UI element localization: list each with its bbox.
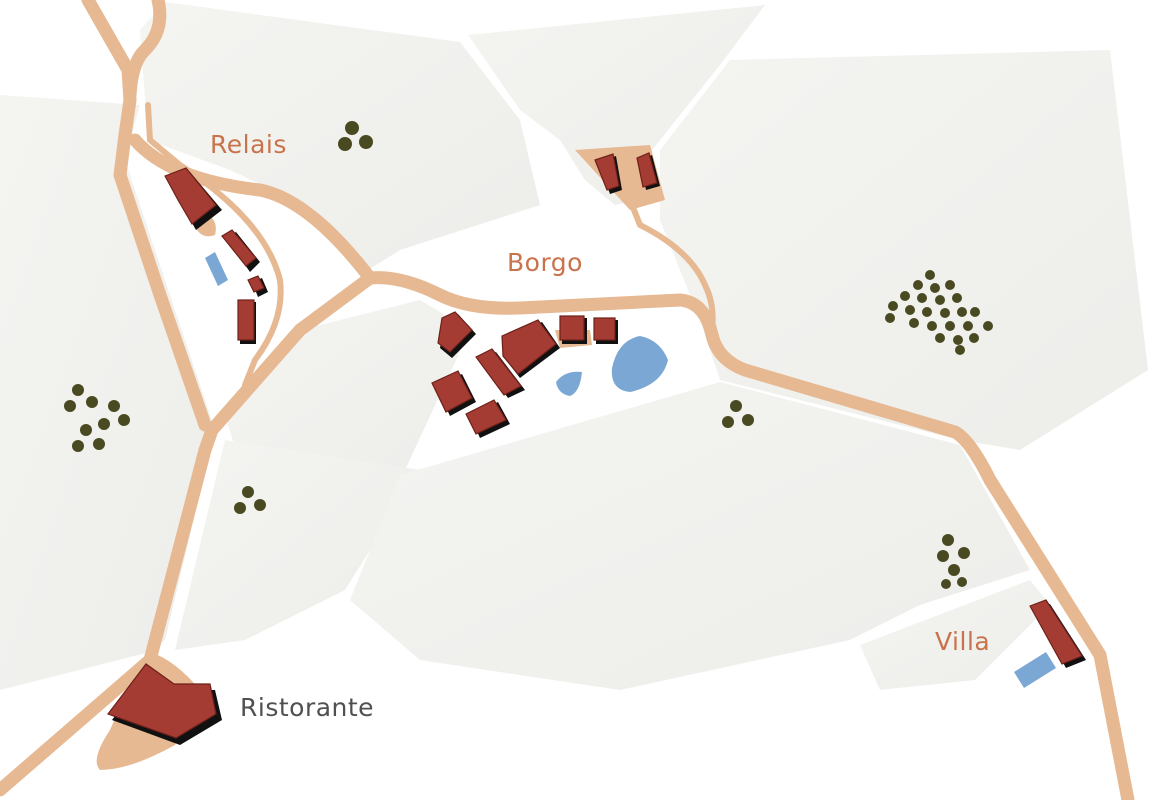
- villa-pool: [1014, 652, 1056, 688]
- field-parcel: [468, 5, 765, 205]
- relais-building: [247, 275, 265, 293]
- groves: [64, 121, 993, 589]
- borgo-building: [593, 317, 616, 341]
- relais-road: [128, 133, 377, 285]
- borgo-lake: [611, 336, 668, 392]
- field-parcel: [660, 50, 1148, 450]
- hamlet-building: [636, 152, 658, 188]
- relais-buildings: [164, 167, 268, 344]
- borgo-building: [559, 315, 585, 341]
- field-parcel: [225, 300, 470, 480]
- label-relais[interactable]: Relais: [210, 130, 287, 159]
- villa-buildings: [1029, 599, 1086, 668]
- label-borgo[interactable]: Borgo: [507, 248, 583, 277]
- water-features: [205, 252, 1056, 688]
- field-parcel: [860, 580, 1050, 690]
- label-ristorante[interactable]: Ristorante: [240, 693, 375, 722]
- label-villa[interactable]: Villa: [935, 627, 991, 656]
- grove-villa: [937, 534, 970, 589]
- relais-building: [164, 167, 217, 225]
- borgo-building: [465, 399, 507, 435]
- borgo-building: [437, 311, 473, 353]
- villa-building: [1029, 599, 1083, 665]
- field-parcel: [350, 382, 1030, 690]
- main-road: [0, 271, 1135, 800]
- hamlet-drive: [627, 197, 716, 333]
- borgo-building: [431, 370, 473, 413]
- field-parcel: [175, 440, 420, 650]
- hamlet-buildings: [594, 152, 660, 194]
- relais-drive: [145, 102, 284, 388]
- field-parcel: [0, 95, 215, 690]
- borgo-pond: [556, 371, 582, 396]
- field-parcels: [0, 2, 1148, 690]
- grove-west: [64, 384, 130, 452]
- ristorante-buildings: [107, 663, 222, 745]
- grove-east: [722, 400, 754, 428]
- field-parcel: [140, 2, 540, 272]
- borgo-building: [501, 319, 557, 375]
- relais-building: [237, 299, 255, 341]
- grove-orchard: [885, 270, 993, 355]
- grove-center: [234, 486, 266, 514]
- hamlet-building: [594, 153, 620, 191]
- borgo-buildings: [431, 311, 618, 438]
- grove-relais: [338, 121, 373, 151]
- north-road-branch: [123, 0, 167, 102]
- ristorante-building: [107, 663, 217, 739]
- relais-pool: [205, 252, 228, 286]
- relais-building: [221, 229, 257, 267]
- borgo-building: [475, 348, 522, 396]
